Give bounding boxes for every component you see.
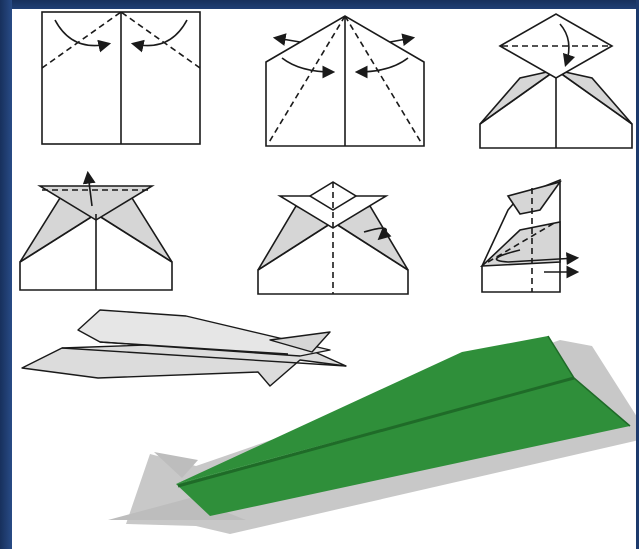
step-1-fold-square-icon <box>42 12 200 144</box>
step-3-fold-tip-down-icon <box>480 14 632 148</box>
step-4-fold-tip-up-icon <box>20 174 172 290</box>
step-5-fold-in-half-icon <box>258 182 408 294</box>
step-2-fold-corners-icon <box>266 16 424 146</box>
paper-plane-outline-icon <box>22 310 346 386</box>
step-6-fold-wings-icon <box>482 180 576 292</box>
